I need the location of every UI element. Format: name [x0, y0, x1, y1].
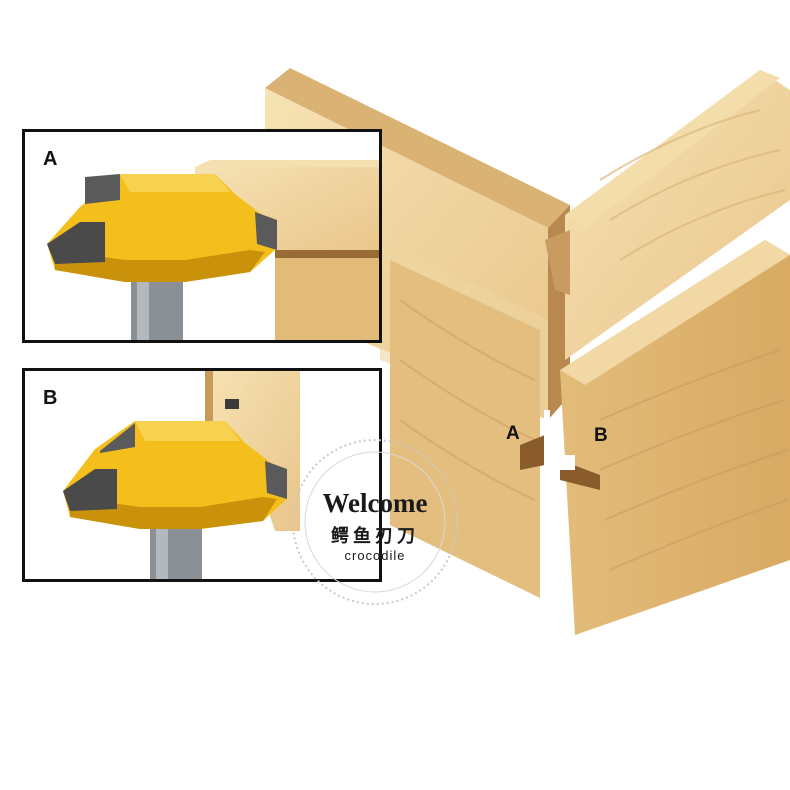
joint-label-a: A	[506, 423, 520, 444]
wood-board-left-bottom	[390, 260, 540, 598]
brand-watermark: Welcome 鳄鱼刃刀 crocodile	[270, 432, 480, 612]
lock-miter-joint	[520, 230, 600, 610]
router-bit-illustration-b	[63, 371, 300, 579]
router-bit-illustration-a	[47, 160, 379, 340]
router-bit-panel-b: B	[22, 368, 382, 582]
watermark-chinese: 鳄鱼刃刀	[331, 526, 419, 547]
wood-board-right-top	[565, 70, 790, 360]
router-bit-panel-a: A	[22, 129, 382, 343]
watermark-ring	[292, 439, 458, 605]
panel-b-label: B	[43, 387, 58, 409]
wood-board-right-bottom	[560, 240, 790, 635]
watermark-brand: crocodile	[344, 548, 406, 563]
joint-label-b: B	[594, 425, 608, 446]
panel-a-label: A	[43, 148, 58, 170]
watermark-welcome: Welcome	[322, 488, 428, 518]
